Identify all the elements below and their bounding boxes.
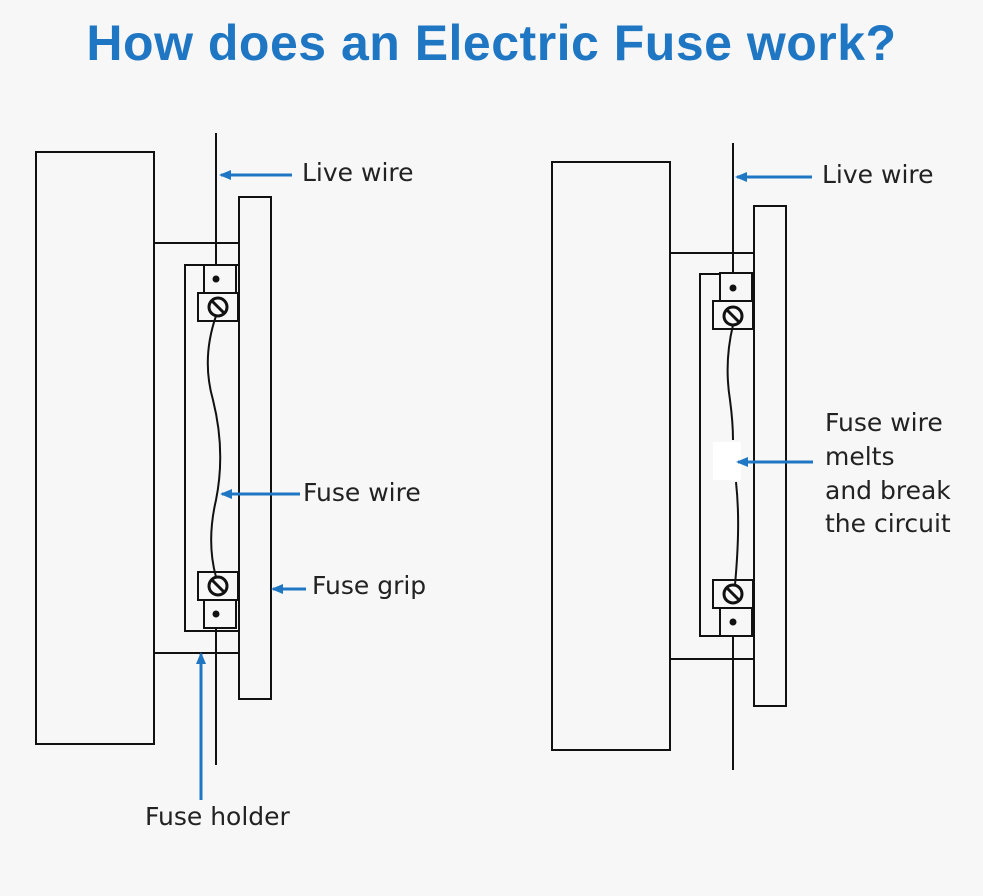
left-base-block	[35, 151, 155, 745]
left-fuse-grip-label: Fuse grip	[312, 571, 427, 600]
right-live-wire-label: Live wire	[822, 160, 934, 189]
right-fuse-wire-lower	[734, 481, 740, 586]
left-bottom-screw	[207, 575, 229, 597]
left-fuse-wire	[206, 315, 222, 578]
left-fuse-diagram	[35, 133, 272, 765]
left-live-wire-label: Live wire	[302, 158, 414, 187]
melt-label-line-3: and break	[825, 475, 951, 505]
right-base-block	[551, 161, 671, 751]
right-bottom-screw	[722, 583, 744, 605]
left-fuse-grip	[238, 196, 272, 700]
right-melt-label: Fuse wire melts and break the circuit	[825, 406, 951, 541]
left-fuse-wire-label: Fuse wire	[303, 478, 421, 507]
left-fuse-carrier	[184, 264, 240, 632]
left-arrows	[196, 170, 306, 800]
melt-label-line-1: Fuse wire	[825, 408, 943, 437]
left-top-screw	[207, 296, 229, 318]
melt-label-line-2: melts	[825, 441, 895, 471]
melted-gap	[713, 442, 741, 480]
left-fuse-holder-label: Fuse holder	[145, 802, 290, 831]
right-arrows	[735, 172, 813, 467]
right-fuse-grip	[753, 205, 787, 707]
right-fuse-diagram	[551, 143, 787, 770]
right-fuse-wire-upper	[726, 324, 734, 441]
melt-label-line-4: the circuit	[825, 509, 951, 539]
page-title: How does an Electric Fuse work?	[86, 15, 897, 71]
